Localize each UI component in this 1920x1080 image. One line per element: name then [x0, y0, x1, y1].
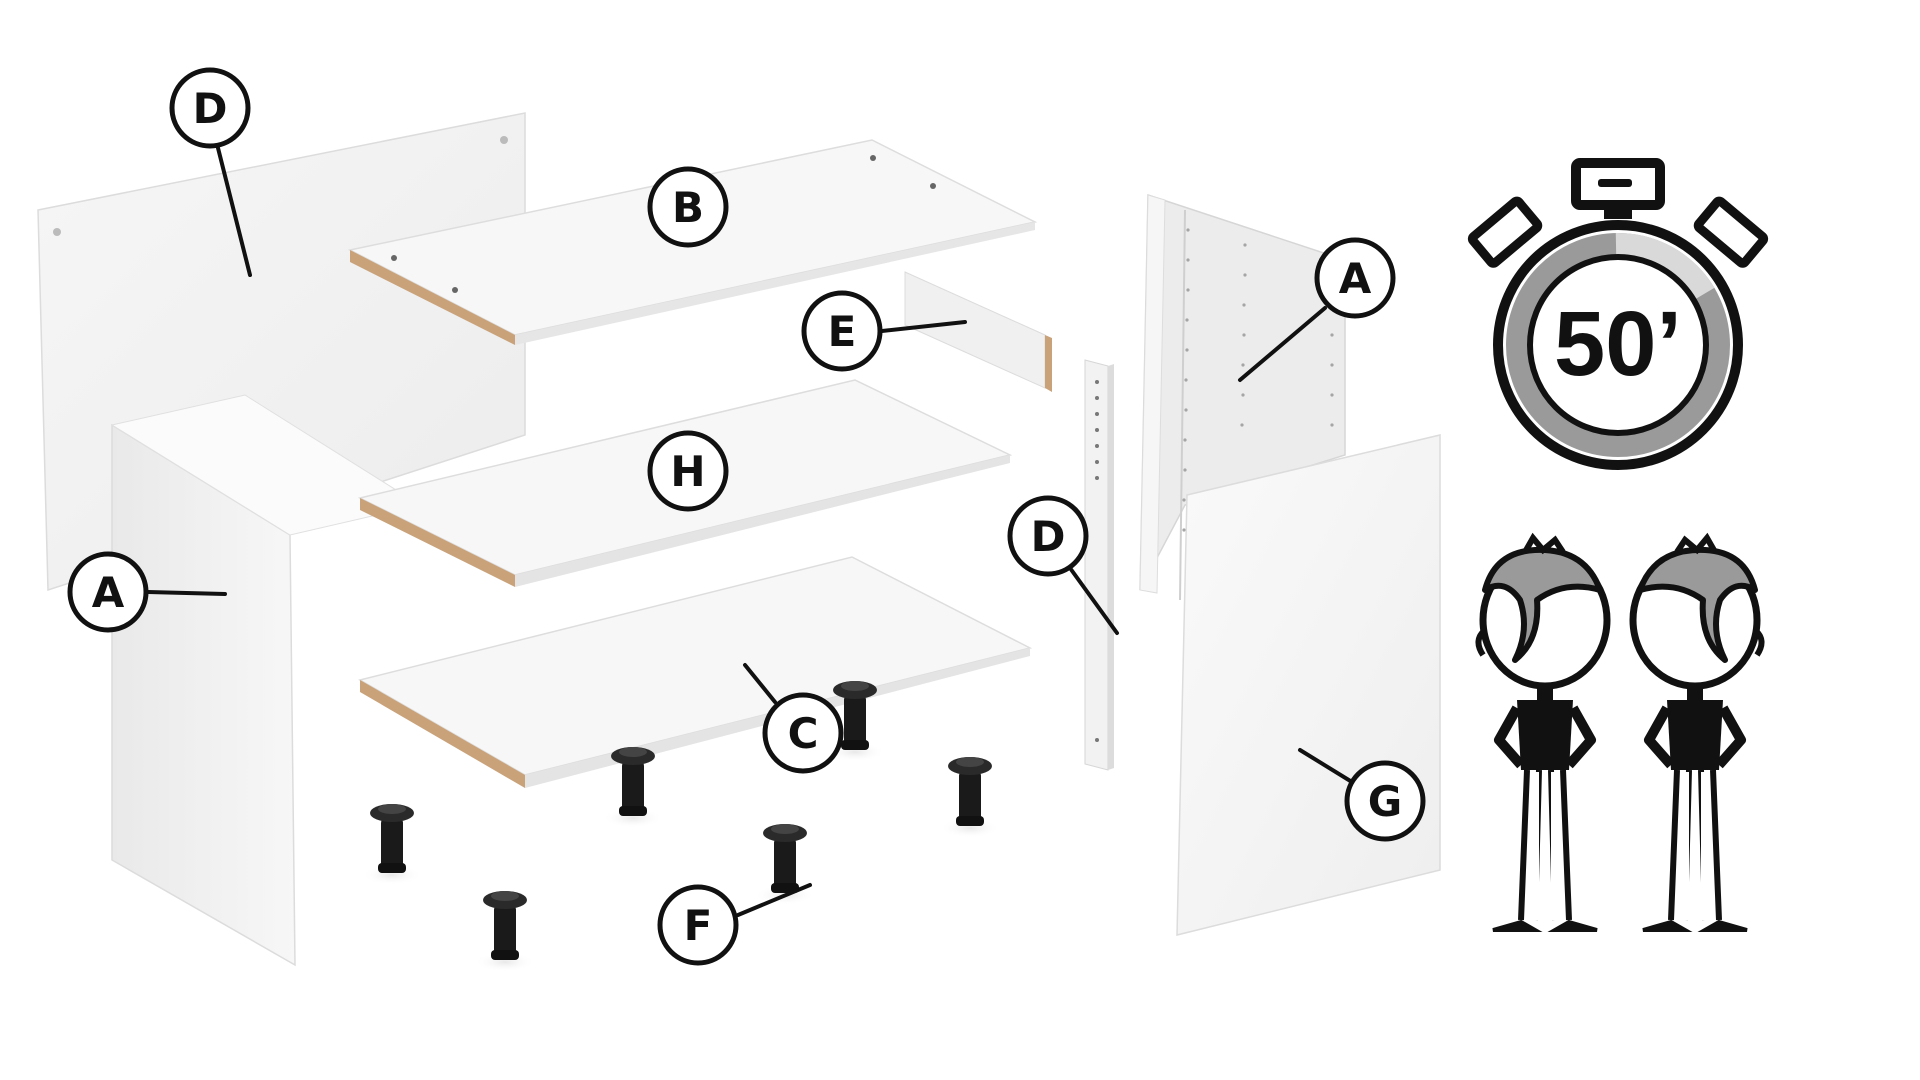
callout-a-left: A — [67, 551, 227, 633]
callout-letter-c-bottom: C — [788, 709, 819, 758]
leader-line-a-right — [1238, 306, 1327, 382]
callout-letter-d-back: D — [193, 84, 228, 133]
leader-line-d-back — [216, 146, 252, 277]
leader-line-f-legs — [736, 883, 812, 917]
callout-e-rail: E — [801, 290, 967, 372]
callout-f-legs: F — [657, 883, 812, 966]
rail-panel — [904, 271, 1052, 392]
leg-5 — [825, 681, 885, 762]
callout-circle-d-back — [169, 67, 251, 149]
callout-letter-g-door: G — [1368, 777, 1402, 826]
callout-letter-d-strip: D — [1031, 512, 1066, 561]
bottom-panel — [358, 556, 1033, 788]
part-callouts: D B E A H A D C F G — [67, 67, 1426, 966]
vertical-strip — [1084, 359, 1114, 771]
assembly-time-label: 50’ — [1554, 293, 1682, 395]
right-side-panel — [1139, 193, 1346, 601]
callout-d-back: D — [169, 67, 252, 277]
leader-line-g-door — [1298, 748, 1354, 784]
callout-a-right: A — [1238, 237, 1396, 382]
callout-circle-d-strip — [1007, 495, 1089, 577]
callout-circle-e-rail — [801, 290, 883, 372]
leader-line-d-strip — [1068, 566, 1119, 635]
leader-line-c-bottom — [743, 663, 777, 704]
leg-3 — [603, 747, 663, 828]
callout-b-top: B — [647, 166, 729, 248]
callout-letter-b-top: B — [672, 183, 704, 232]
callout-g-door: G — [1298, 748, 1426, 842]
callout-letter-f-legs: F — [684, 901, 713, 950]
door-panel — [1176, 434, 1441, 936]
callout-h-shelf: H — [647, 430, 729, 512]
callout-circle-h-shelf — [647, 430, 729, 512]
callout-letter-a-left: A — [92, 568, 125, 617]
leg-2 — [475, 891, 535, 972]
callout-circle-f-legs — [657, 884, 739, 966]
person-icon-1 — [1475, 532, 1611, 932]
leg-4 — [755, 824, 815, 905]
two-people-group — [1475, 532, 1765, 932]
leg-1 — [362, 804, 422, 885]
callout-circle-a-left — [67, 551, 149, 633]
leader-line-e-rail — [880, 320, 967, 333]
callout-c-bottom: C — [743, 663, 844, 774]
legs-group — [362, 681, 1000, 972]
callout-circle-c-bottom — [762, 692, 844, 774]
leader-line-a-left — [146, 590, 227, 596]
callout-circle-a-right — [1314, 237, 1396, 319]
callout-circle-g-door — [1344, 760, 1426, 842]
person-icon-2 — [1629, 532, 1765, 932]
stopwatch-icon: 50’ — [1467, 158, 1769, 470]
callout-letter-a-right: A — [1339, 254, 1372, 303]
callout-letter-e-rail: E — [828, 307, 857, 356]
callout-letter-h-shelf: H — [670, 447, 705, 496]
callout-circle-b-top — [647, 166, 729, 248]
callout-d-strip: D — [1007, 495, 1119, 635]
leg-6 — [940, 757, 1000, 838]
